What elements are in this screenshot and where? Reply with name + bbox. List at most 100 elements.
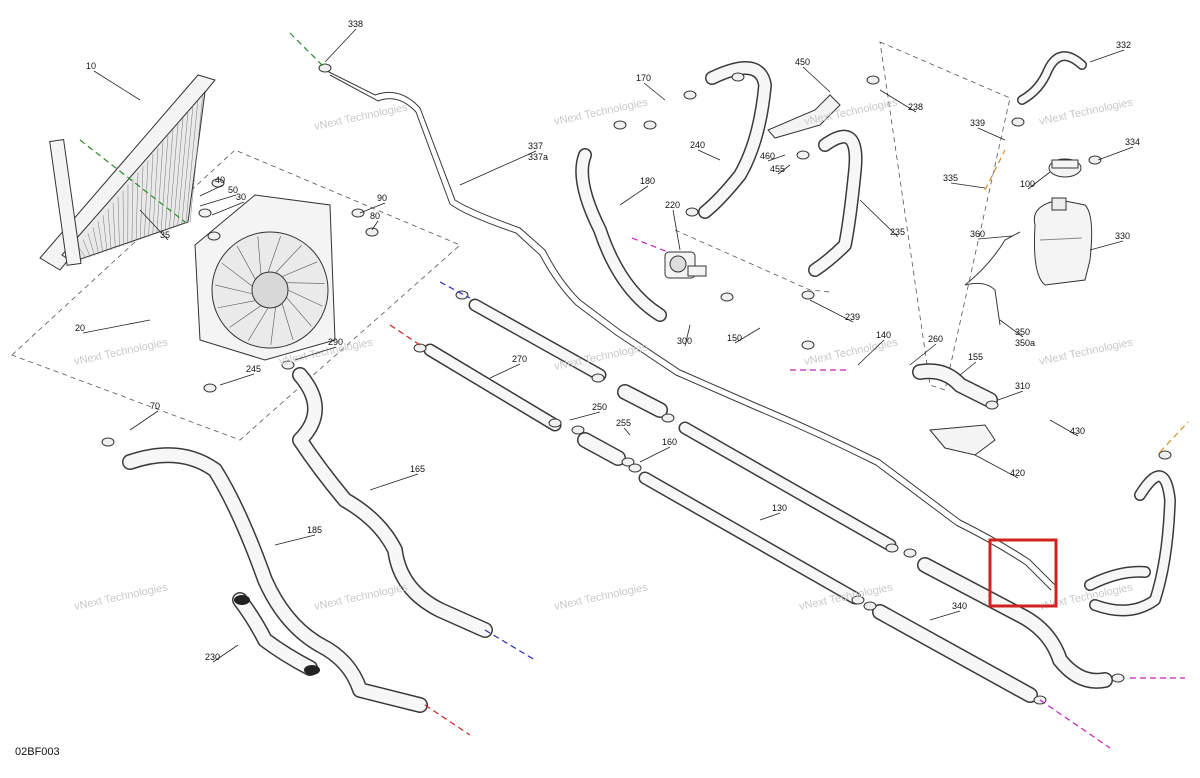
watermark: vNext Technologies [803,336,899,368]
orange-connector [984,149,1006,191]
callout-170: 170 [636,73,666,101]
callout-140: 140 [857,330,891,366]
clamp [365,227,379,237]
callout-40: 40 [199,175,225,197]
clamp [866,75,880,85]
clamp [101,437,115,447]
callout-label: 260 [928,334,943,344]
callout-260: 260 [909,334,943,366]
watermark: vNext Technologies [1038,336,1134,368]
callout-335: 335 [943,173,986,189]
callout-label: 290 [328,337,343,347]
clamp [628,463,642,473]
callout-label: 245 [246,364,261,374]
callout-420: 420 [974,454,1025,479]
callout-label: 460 [760,151,775,161]
callout-350a: 350a [1015,338,1035,348]
callout-label: 350 [1015,327,1030,337]
callout-label: 30 [236,192,246,202]
fan-shroud [194,194,336,361]
callout-310: 310 [997,381,1030,401]
callout-label: 250 [592,402,607,412]
callout-label: 230 [205,652,220,662]
watermark: vNext Technologies [313,581,409,613]
callout-label: 238 [908,102,923,112]
clamp [796,150,810,160]
hose-350 [964,231,1021,326]
water-pump [664,251,707,279]
callout-100: 100 [1020,171,1051,190]
clamp [683,90,697,100]
red-connector [389,324,421,346]
callout-450: 450 [795,57,831,93]
magenta-connector [1039,699,1111,749]
tube-255 [638,421,897,605]
callout-245: 245 [219,364,261,386]
callout-label: 130 [772,503,787,513]
clamp [720,292,734,302]
highlight-box [988,538,1058,608]
callout-label: 334 [1125,137,1140,147]
callout-290: 290 [294,337,343,361]
callout-label: 140 [876,330,891,340]
callout-20: 20 [75,319,151,334]
callout-255: 255 [616,418,631,436]
orange-connector [1159,421,1189,453]
clamp [1111,673,1125,683]
callout-label: 300 [677,336,692,346]
clamp [643,120,657,130]
clamp [903,548,917,558]
callout-235: 235 [859,199,905,238]
clamp [801,340,815,350]
clamp [207,231,221,241]
clamp [413,343,427,353]
callout-239: 239 [809,299,860,323]
watermark: vNext Technologies [553,96,649,128]
callout-50: 50 [199,185,238,207]
callout-30: 30 [211,192,246,216]
pipe-337 [324,69,1056,586]
callout-label: 337 [528,141,543,151]
clamp [685,207,699,217]
callout-label: 220 [665,200,680,210]
watermark: vNext Technologies [313,101,409,133]
callout-300: 300 [677,324,692,347]
watermark: vNext Technologies [73,336,169,368]
clamp [851,595,865,605]
callout-430: 430 [1049,419,1085,437]
callout-332: 332 [1089,40,1131,63]
callout-337: 337 [459,141,543,186]
callout-455: 455 [770,164,791,175]
clamp [613,120,627,130]
callout-label: 150 [727,333,742,343]
clamp [591,373,605,383]
callout-338: 338 [324,19,363,63]
radiator [39,74,216,271]
coolant-reservoir [1033,197,1093,286]
clamp [571,425,585,435]
callout-label: 270 [512,354,527,364]
clamp [885,543,899,553]
clamp [731,72,745,82]
hose-130 [122,447,428,713]
clamp [621,457,635,467]
callout-70: 70 [129,401,160,431]
callout-337a: 337a [528,152,548,162]
clamp [1158,450,1172,460]
tube-250 [577,384,668,466]
callout-label: 255 [616,418,631,428]
callout-label: 100 [1020,179,1035,189]
callout-label: 180 [640,176,655,186]
callout-label: 35 [160,230,170,240]
callout-label: 90 [377,193,387,203]
blue-connector [484,629,536,661]
callout-label: 332 [1116,40,1131,50]
magenta-connector [631,237,669,253]
clamp [1088,155,1102,165]
callout-180: 180 [619,176,655,206]
callout-label: 235 [890,227,905,237]
callout-label: 50 [228,185,238,195]
